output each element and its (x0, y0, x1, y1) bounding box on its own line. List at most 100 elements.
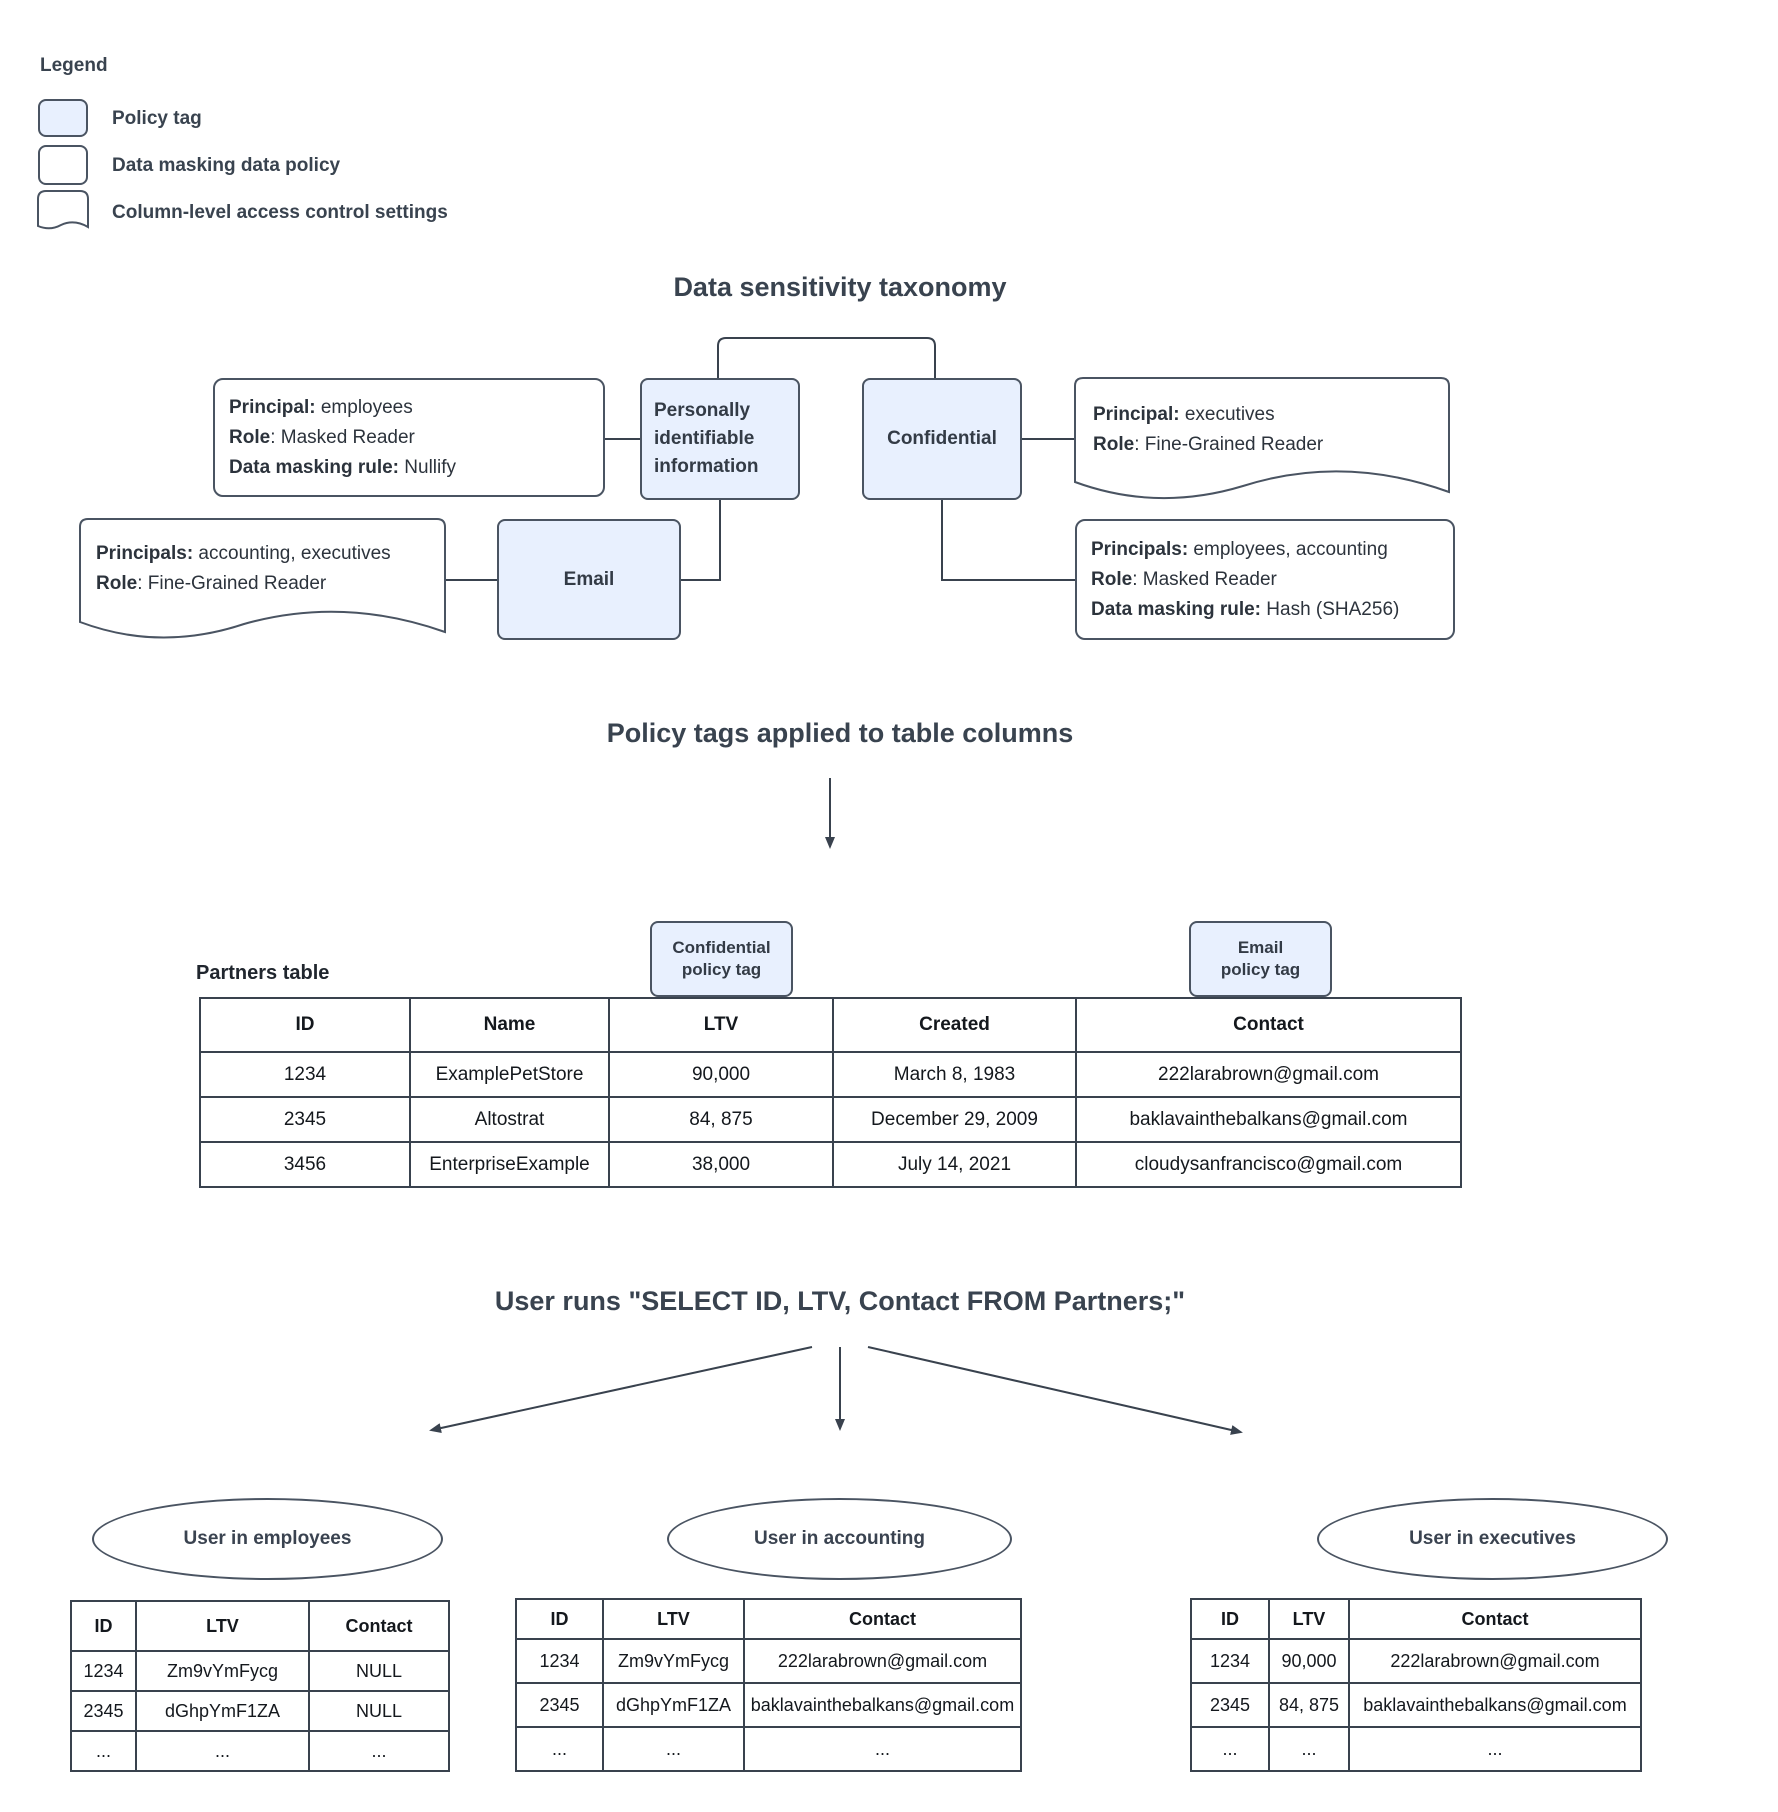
legend-label-access-control: Column-level access control settings (112, 202, 448, 223)
cell: 2345 (515, 1682, 604, 1728)
user-ellipse-employees: User in employees (92, 1498, 443, 1580)
legend-title: Legend (40, 55, 108, 76)
cell: ... (1348, 1726, 1642, 1772)
note-line: Principal: employees (229, 396, 413, 418)
cell: baklavainthebalkans@gmail.com (743, 1682, 1022, 1728)
connector-line (681, 500, 721, 581)
bracket-connector (717, 337, 936, 378)
result-table-accounting: ID LTV Contact 1234 Zm9vYmFycg 222larabr… (515, 1598, 1022, 1772)
fan-arrow-left (429, 1346, 813, 1433)
note-line: Data masking rule: Hash (SHA256) (1091, 598, 1400, 620)
result-table-employees: ID LTV Contact 1234 Zm9vYmFycg NULL 2345… (70, 1600, 450, 1772)
cell: baklavainthebalkans@gmail.com (1348, 1682, 1642, 1728)
cell: 90,000 (608, 1051, 834, 1098)
cell: 1234 (70, 1650, 137, 1692)
table-row: 2345 84, 875 baklavainthebalkans@gmail.c… (1190, 1682, 1642, 1728)
note-line: Role: Fine-Grained Reader (96, 573, 327, 594)
note-employees-accounting-hash: Principals: employees, accounting Role: … (1075, 519, 1455, 640)
note-accounting-executives-finegrained: Principals: accounting, executives Role:… (80, 519, 461, 599)
note-line: Principals: employees, accounting (1091, 538, 1388, 560)
cell: ExamplePetStore (409, 1051, 610, 1098)
table-row: 1234 Zm9vYmFycg NULL (70, 1650, 450, 1692)
query-title: User runs "SELECT ID, LTV, Contact FROM … (494, 1286, 1186, 1316)
column-header: LTV (608, 997, 834, 1053)
column-header: ID (199, 997, 411, 1053)
note-line: Data masking rule: Nullify (229, 456, 457, 478)
note-line: Role: Fine-Grained Reader (1093, 434, 1324, 455)
cell: ... (1190, 1726, 1270, 1772)
policy-tag-swatch (38, 99, 88, 137)
cell: 3456 (199, 1141, 411, 1188)
cell: baklavainthebalkans@gmail.com (1075, 1096, 1462, 1143)
note-line: Role: Masked Reader (1091, 568, 1277, 590)
cell: 222larabrown@gmail.com (743, 1638, 1022, 1684)
cell: dGhpYmF1ZA (602, 1682, 745, 1728)
column-header: LTV (602, 1598, 745, 1640)
table-row: 3456 EnterpriseExample 38,000 July 14, 2… (199, 1141, 1462, 1188)
column-header: Created (832, 997, 1077, 1053)
cell: July 14, 2021 (832, 1141, 1077, 1188)
cell: 2345 (1190, 1682, 1270, 1728)
cell: 84, 875 (608, 1096, 834, 1143)
connector-line (941, 500, 1075, 581)
note-line: Role: Masked Reader (229, 426, 415, 448)
header-row: ID LTV Contact (1190, 1598, 1642, 1640)
cell: Zm9vYmFycg (602, 1638, 745, 1684)
cell: cloudysanfrancisco@gmail.com (1075, 1141, 1462, 1188)
note-line: Principal: executives (1093, 404, 1275, 425)
cell: NULL (308, 1650, 450, 1692)
policy-section-title: Policy tags applied to table columns (606, 718, 1074, 748)
column-header: ID (70, 1600, 137, 1652)
column-header: Contact (308, 1600, 450, 1652)
pii-node: Personally identifiable information (640, 378, 800, 500)
cell: NULL (308, 1690, 450, 1732)
cell: Altostrat (409, 1096, 610, 1143)
table-row: ... ... ... (70, 1730, 450, 1772)
cell: ... (135, 1730, 310, 1772)
cell: 1234 (515, 1638, 604, 1684)
email-policy-tag: Email policy tag (1189, 921, 1332, 997)
table-row: 1234 ExamplePetStore 90,000 March 8, 198… (199, 1051, 1462, 1098)
user-ellipse-accounting: User in accounting (667, 1498, 1012, 1580)
column-header: ID (1190, 1598, 1270, 1640)
cell: March 8, 1983 (832, 1051, 1077, 1098)
fan-arrow-right (867, 1346, 1243, 1435)
table-row: 2345 dGhpYmF1ZA baklavainthebalkans@gmai… (515, 1682, 1022, 1728)
partners-table: ID Name LTV Created Contact 1234 Example… (199, 997, 1462, 1188)
document-shape-executives (1074, 377, 1450, 499)
cell: EnterpriseExample (409, 1141, 610, 1188)
header-row: ID LTV Contact (70, 1600, 450, 1652)
cell: 2345 (70, 1690, 137, 1732)
table-row: 1234 Zm9vYmFycg 222larabrown@gmail.com (515, 1638, 1022, 1684)
taxonomy-title: Data sensitivity taxonomy (673, 272, 1007, 302)
cell: Zm9vYmFycg (135, 1650, 310, 1692)
confidential-node: Confidential (862, 378, 1022, 500)
cell: ... (308, 1730, 450, 1772)
note-executives-finegrained: Principal: executives Role: Fine-Grained… (1075, 378, 1467, 460)
column-header: Contact (743, 1598, 1022, 1640)
note-line: Principals: accounting, executives (96, 543, 391, 564)
data-masking-swatch (38, 145, 88, 185)
confidential-policy-tag: Confidential policy tag (650, 921, 793, 997)
partners-table-label: Partners table (196, 962, 330, 984)
table-row: 2345 dGhpYmF1ZA NULL (70, 1690, 450, 1732)
cell: 1234 (1190, 1638, 1270, 1684)
column-header: LTV (1268, 1598, 1350, 1640)
table-row: ... ... ... (515, 1726, 1022, 1772)
cell: 90,000 (1268, 1638, 1350, 1684)
header-row: ID Name LTV Created Contact (199, 997, 1462, 1053)
legend-label-policy-tag: Policy tag (112, 108, 202, 129)
column-header: Contact (1348, 1598, 1642, 1640)
cell: ... (743, 1726, 1022, 1772)
cell: 222larabrown@gmail.com (1075, 1051, 1462, 1098)
legend-label-data-masking: Data masking data policy (112, 155, 341, 176)
cell: 1234 (199, 1051, 411, 1098)
document-shape-accounting-executives (79, 518, 446, 639)
cell: ... (1268, 1726, 1350, 1772)
email-node: Email (497, 519, 681, 640)
cell: ... (70, 1730, 137, 1772)
result-table-executives: ID LTV Contact 1234 90,000 222larabrown@… (1190, 1598, 1642, 1772)
cell: 38,000 (608, 1141, 834, 1188)
user-ellipse-executives: User in executives (1317, 1498, 1668, 1580)
cell: ... (602, 1726, 745, 1772)
